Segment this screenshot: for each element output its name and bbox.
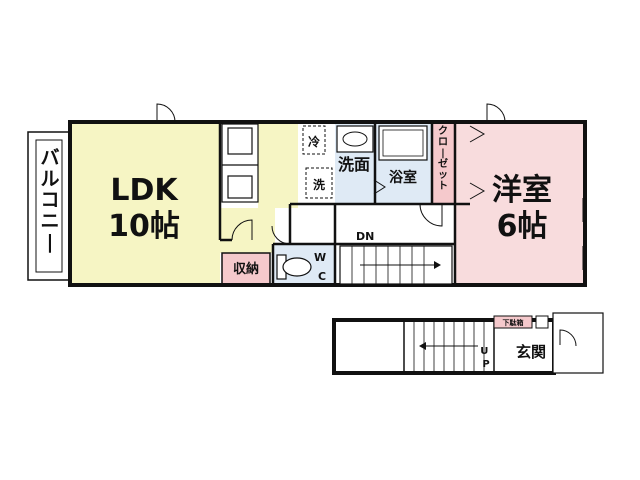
kitchen-area (258, 122, 298, 208)
washer-label: 洗 (313, 177, 325, 192)
shoe-box-label: 下駄箱 (503, 318, 524, 327)
ldk-label: LDK (110, 173, 179, 208)
bath-label: 浴室 (389, 169, 417, 186)
stair-up-label: U P (480, 346, 492, 370)
bedroom-room (455, 122, 585, 285)
entrance-label: 玄関 (516, 343, 546, 361)
outer-walls (68, 120, 587, 287)
washbasin (336, 125, 374, 153)
interior-walls (218, 122, 470, 285)
entrance-door (559, 329, 577, 347)
stair-down-label: DN (356, 230, 374, 243)
ldk-lower-area (220, 208, 275, 253)
storage-label: 収納 (233, 261, 259, 277)
fridge-label: 冷 (308, 134, 320, 149)
closet-label: クロ|ゼット (438, 125, 448, 192)
closet-doors (469, 125, 486, 200)
shoe-box: 下駄箱 (493, 315, 549, 329)
stair-up (413, 322, 485, 372)
toilet (276, 254, 312, 280)
ldk-size: 10帖 (108, 209, 180, 244)
bathtub (378, 125, 428, 161)
bedroom-size: 6帖 (497, 209, 548, 244)
wc-label: W C (314, 251, 330, 283)
doors-upper (156, 103, 506, 245)
balcony-label: バルコニ| (40, 147, 59, 253)
entrance-floor (332, 312, 604, 375)
bedroom-label: 洋室 (492, 173, 552, 208)
washer-space: 洗 (305, 167, 333, 199)
ldk-room (70, 122, 220, 285)
closet (432, 122, 455, 204)
washroom-label: 洗面 (338, 155, 370, 174)
fridge-space: 冷 (302, 125, 326, 155)
stair-down (339, 245, 453, 285)
balcony: バルコニ| (27, 131, 71, 281)
kitchen-counter (221, 123, 259, 203)
